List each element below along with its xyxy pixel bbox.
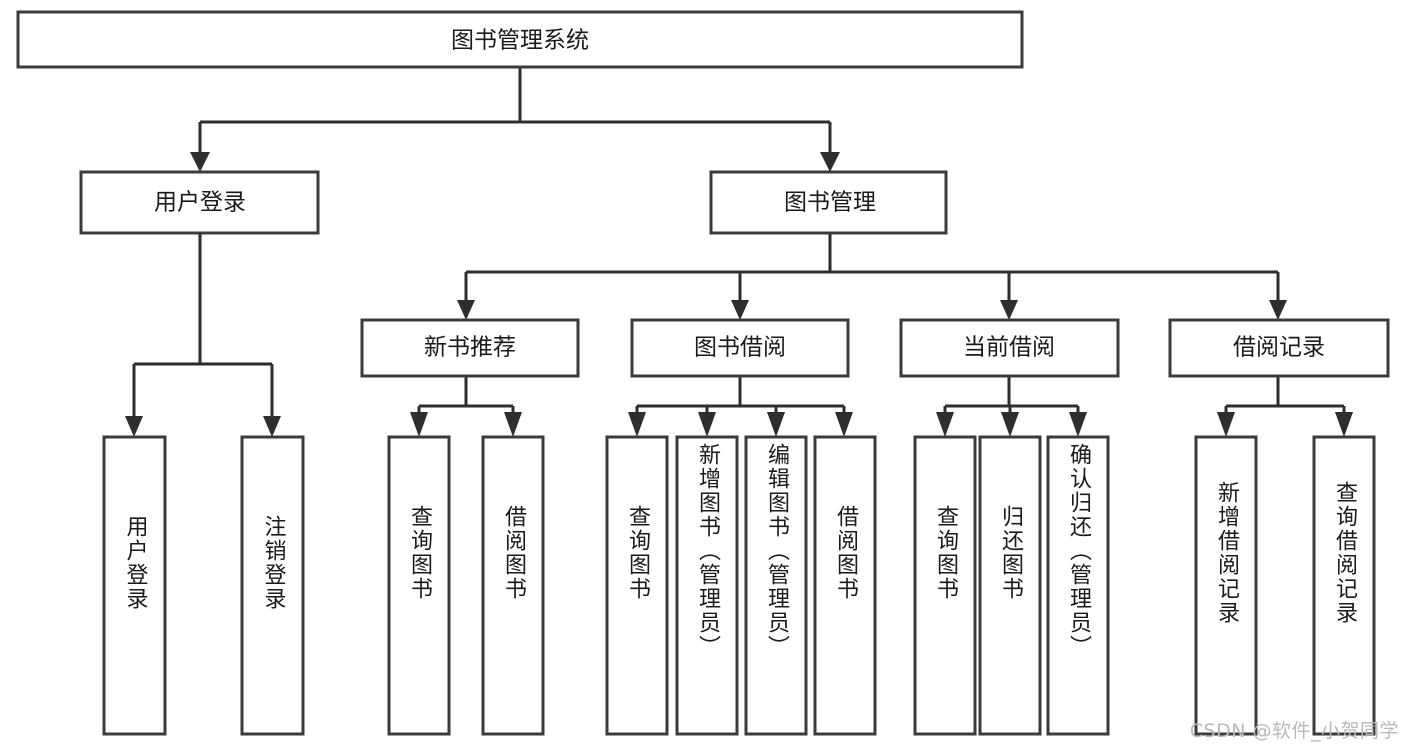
arrowhead-book-borrow: [731, 300, 749, 320]
node-book-manage[interactable]: 图书管理: [709, 170, 948, 235]
node-book-borrow[interactable]: 图书借阅: [630, 318, 850, 378]
leaf-user-logout-box[interactable]: [240, 435, 305, 736]
arrowhead-leaf-return-book: [1001, 412, 1019, 437]
leaf-confirm-return-box[interactable]: [1046, 435, 1110, 736]
leaf-borrow-book-2-box[interactable]: [813, 435, 877, 736]
connector-group-root: [190, 67, 840, 172]
node-borrow-record-label: 借阅记录: [1233, 335, 1325, 361]
leaf-borrow-book-1-box[interactable]: [481, 435, 545, 736]
arrowhead-leaf-query-book-2: [628, 412, 646, 437]
arrowhead-new-book-recommend: [457, 300, 475, 320]
node-new-book-recommend[interactable]: 新书推荐: [360, 318, 580, 378]
leaf-query-book-1-box[interactable]: [387, 435, 451, 736]
leaf-add-book-box[interactable]: [675, 435, 739, 736]
arrowhead-leaf-user-login: [125, 416, 143, 437]
arrowhead-book-manage: [820, 152, 840, 172]
node-new-book-recommend-label: 新书推荐: [424, 335, 516, 361]
node-borrow-record-box[interactable]: [1168, 318, 1390, 378]
arrowhead-leaf-edit-book: [767, 412, 785, 437]
node-current-borrow-label: 当前借阅: [963, 335, 1055, 361]
node-user-login[interactable]: 用户登录: [79, 170, 320, 235]
node-root[interactable]: 图书管理系统: [16, 10, 1024, 69]
connector-group-book-borrow: [628, 376, 853, 437]
arrowhead-leaf-confirm-return: [1069, 412, 1087, 437]
arrowhead-borrow-record: [1269, 300, 1287, 320]
leaf-return-book-box[interactable]: [978, 435, 1042, 736]
arrowhead-leaf-query-record: [1335, 412, 1353, 437]
connector-group-current-borrow: [936, 376, 1087, 437]
arrowhead-leaf-add-record: [1217, 412, 1235, 437]
arrowhead-leaf-query-book-1: [410, 412, 428, 437]
node-root-box[interactable]: [16, 10, 1024, 69]
arrowhead-leaf-borrow-book-1: [504, 412, 522, 437]
arrowhead-leaf-borrow-book-2: [835, 412, 853, 437]
leaf-user-login-box[interactable]: [102, 435, 167, 736]
leaf-boxes-group: [102, 435, 1376, 736]
node-book-borrow-box[interactable]: [630, 318, 850, 378]
arrowhead-user-login: [190, 152, 210, 172]
csdn-watermark: CSDN @软件_小贺同学: [1189, 720, 1399, 742]
node-borrow-record[interactable]: 借阅记录: [1168, 318, 1390, 378]
arrowhead-leaf-user-logout: [263, 416, 281, 437]
leaf-edit-book-box[interactable]: [744, 435, 808, 736]
connector-group-borrow-record: [1217, 376, 1353, 437]
connector-group-user-login: [125, 234, 281, 437]
arrowhead-leaf-add-book: [698, 412, 716, 437]
node-current-borrow[interactable]: 当前借阅: [899, 318, 1120, 378]
node-book-borrow-label: 图书借阅: [694, 335, 786, 361]
node-current-borrow-box[interactable]: [899, 318, 1120, 378]
connector-group-new-book-recommend: [410, 376, 522, 437]
leaf-query-record-box[interactable]: [1312, 435, 1376, 736]
leaf-query-book-3-box[interactable]: [913, 435, 977, 736]
node-book-manage-label: 图书管理: [784, 190, 876, 216]
node-user-login-label: 用户登录: [154, 190, 246, 216]
node-user-login-box[interactable]: [79, 170, 320, 235]
node-book-manage-box[interactable]: [709, 170, 948, 235]
connector-group-book-manage: [457, 234, 1287, 320]
node-new-book-recommend-box[interactable]: [360, 318, 580, 378]
leaf-query-book-2-box[interactable]: [605, 435, 669, 736]
leaf-add-record-box[interactable]: [1194, 435, 1258, 736]
arrowhead-leaf-query-book-3: [936, 412, 954, 437]
node-root-label: 图书管理系统: [451, 28, 589, 54]
arrowhead-current-borrow: [1000, 300, 1018, 320]
